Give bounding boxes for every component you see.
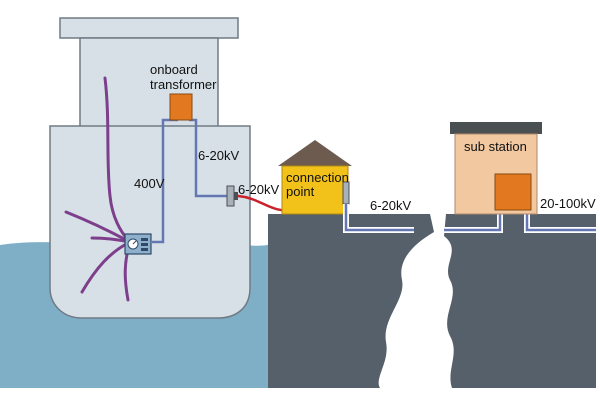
voltage-label-ground-cable: 6-20kV — [370, 198, 412, 213]
connection-point-label-line1: connection — [286, 170, 349, 185]
substation-transformer — [494, 173, 532, 211]
substation-roof — [450, 122, 542, 134]
substation-label: sub station — [464, 139, 527, 154]
voltage-label-ship-cable: 6-20kV — [198, 148, 240, 163]
ship-hull — [49, 125, 251, 319]
connection-point-label-line2: point — [286, 184, 315, 199]
connection-point-building — [281, 165, 349, 215]
transformer-label-line2: transformer — [150, 77, 217, 92]
voltage-label-grid: 20-100kV — [540, 196, 596, 211]
ground-cable-right-core — [444, 210, 502, 232]
ship-socket-icon — [226, 185, 238, 207]
transformer-label-line1: onboard — [150, 62, 198, 77]
switchboard-icon — [124, 233, 152, 255]
ship-superstructure — [79, 37, 219, 129]
shore-socket-icon — [342, 181, 350, 205]
voltage-label-ship-socket: 6-20kV — [238, 182, 280, 197]
onboard-transformer — [169, 93, 193, 121]
quay-right — [444, 214, 596, 388]
quay-left — [268, 214, 434, 388]
grid-cable-core — [525, 208, 596, 232]
ship-bridge-cap — [59, 17, 239, 39]
voltage-label-400v: 400V — [134, 176, 165, 191]
ground-cable-left-core — [344, 204, 414, 232]
connection-point-roof — [278, 140, 352, 166]
